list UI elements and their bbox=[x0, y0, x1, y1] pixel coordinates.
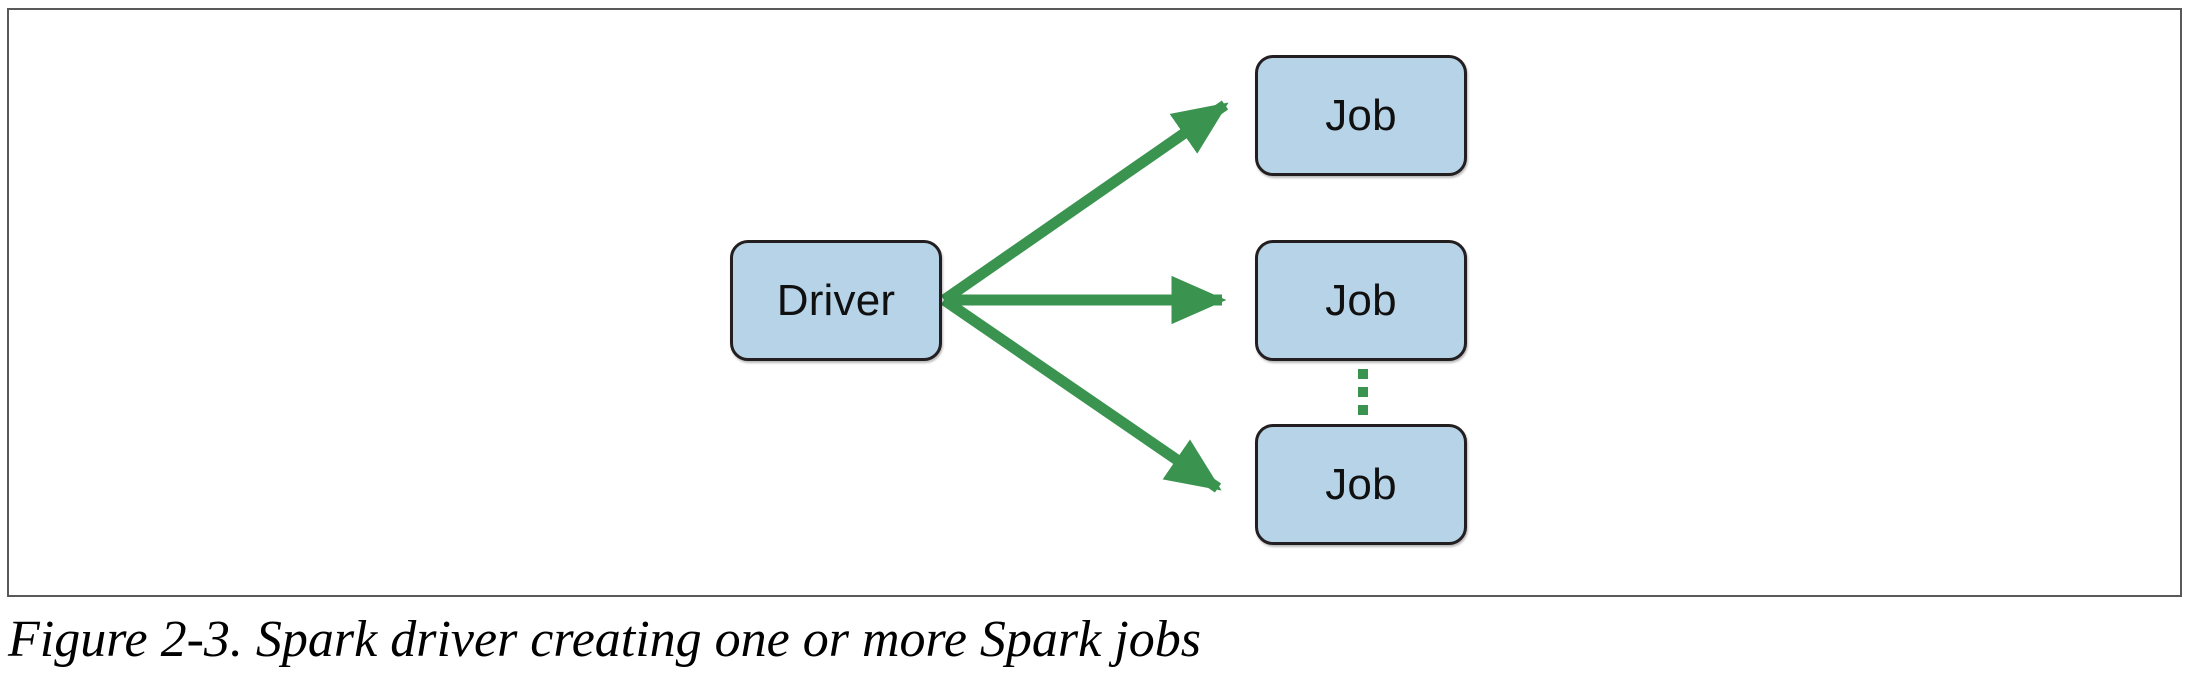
node-driver[interactable]: Driver bbox=[730, 240, 942, 361]
node-job-2-label: Job bbox=[1325, 275, 1397, 325]
ellipsis-dot bbox=[1358, 405, 1368, 415]
edge-driver-to-job-3 bbox=[940, 295, 1222, 493]
node-job-1[interactable]: Job bbox=[1255, 55, 1467, 176]
diagram-canvas: Driver Job Job Job bbox=[730, 55, 1467, 545]
edge-driver-to-job-1 bbox=[940, 100, 1229, 305]
node-job-3[interactable]: Job bbox=[1255, 424, 1467, 545]
node-job-1-label: Job bbox=[1325, 90, 1397, 140]
figure-caption: Figure 2-3. Spark driver creating one or… bbox=[8, 611, 1201, 668]
ellipsis-dot bbox=[1358, 369, 1368, 379]
node-job-3-label: Job bbox=[1325, 459, 1397, 509]
node-job-2[interactable]: Job bbox=[1255, 240, 1467, 361]
vertical-ellipsis-icon bbox=[1357, 369, 1369, 415]
node-driver-label: Driver bbox=[776, 275, 896, 325]
arrow-edge-layer bbox=[940, 100, 1229, 493]
ellipsis-dot bbox=[1358, 387, 1368, 397]
